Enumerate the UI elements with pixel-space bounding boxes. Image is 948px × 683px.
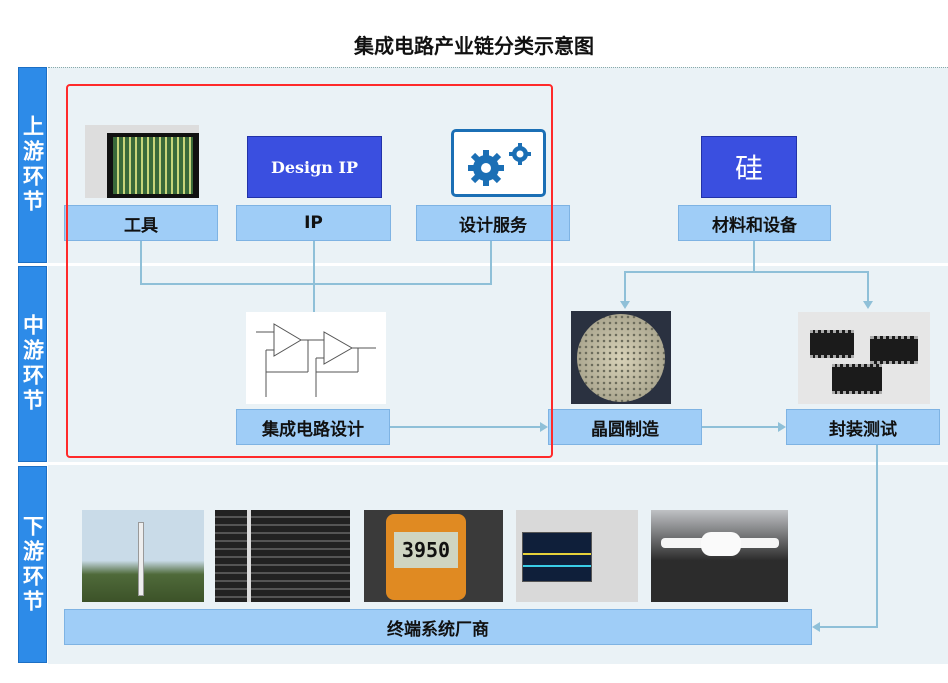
divider: [48, 462, 948, 465]
silicon-icon: 硅: [701, 136, 797, 198]
connector-line: [313, 240, 315, 312]
connector-line: [624, 271, 869, 273]
connector-line: [490, 240, 492, 285]
gear-icon: [451, 129, 546, 197]
arrow-icon: [620, 301, 630, 309]
wafer-fab-box: 晶圆制造: [548, 409, 702, 445]
connector-line: [140, 240, 142, 285]
connector-line: [624, 271, 626, 303]
highlight-frame: [66, 84, 553, 458]
design-ip-image: Design IP: [247, 136, 382, 198]
stage-downstream: 下游环节: [18, 466, 47, 663]
meter-display: 3950: [394, 532, 458, 568]
materials-equipment-box: 材料和设备: [678, 205, 831, 241]
design-service-box: 设计服务: [416, 205, 570, 241]
diagram-title: 集成电路产业链分类示意图: [354, 34, 594, 58]
connector-line: [390, 426, 542, 428]
chips-image: [798, 312, 930, 404]
drone-image: [651, 510, 788, 602]
stage-midstream: 中游环节: [18, 266, 47, 462]
divider: [48, 263, 948, 266]
wafer-image: [571, 311, 671, 404]
arrow-icon: [812, 622, 820, 632]
connector-line: [702, 426, 780, 428]
tools-box: 工具: [64, 205, 218, 241]
ic-design-box: 集成电路设计: [236, 409, 390, 445]
arrow-icon: [540, 422, 548, 432]
terminal-system-vendors-box: 终端系统厂商: [64, 609, 812, 645]
arrow-icon: [863, 301, 873, 309]
oscilloscope-image: [516, 510, 638, 602]
ip-box: IP: [236, 205, 391, 241]
connector-line: [867, 271, 869, 303]
connector-line: [753, 240, 755, 273]
circuit-diagram-image: [246, 312, 386, 404]
tool-screenshot-image: [85, 125, 199, 198]
servers-image: [215, 510, 350, 602]
connector-line: [140, 283, 492, 285]
cell-tower-image: [82, 510, 204, 602]
multimeter-image: 3950: [364, 510, 503, 602]
connector-line: [876, 445, 878, 628]
connector-line: [818, 626, 878, 628]
arrow-icon: [778, 422, 786, 432]
packaging-test-box: 封装测试: [786, 409, 940, 445]
stage-upstream: 上游环节: [18, 67, 47, 263]
